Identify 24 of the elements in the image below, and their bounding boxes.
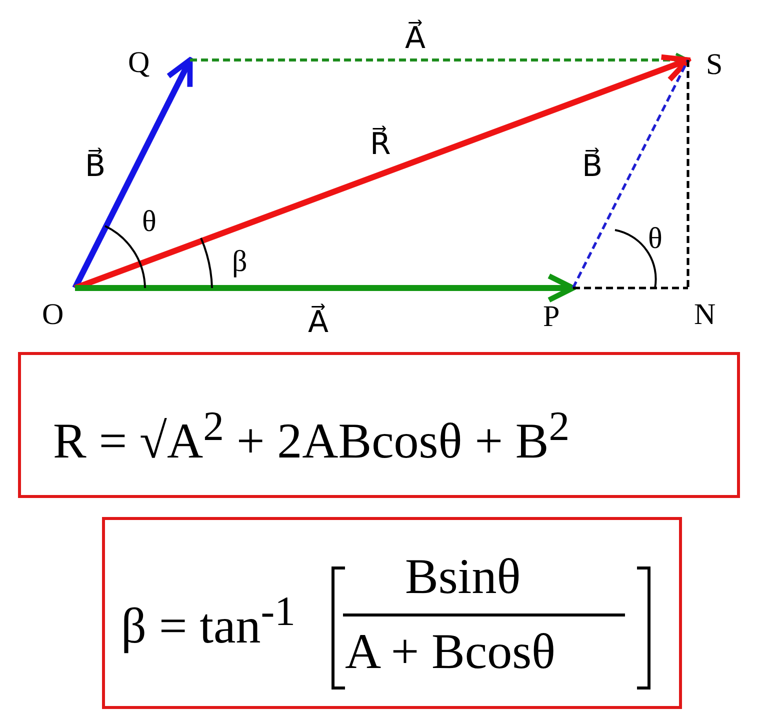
edge-label: R⃗ xyxy=(370,128,391,162)
dashed-line xyxy=(573,286,688,290)
dashed-line xyxy=(572,59,690,289)
point-label: Q xyxy=(128,46,150,80)
denominator-text: A + Bcosθ xyxy=(345,623,556,679)
edge-label: B⃗ xyxy=(582,150,603,184)
angle-label: θ xyxy=(142,205,156,239)
point-label: N xyxy=(694,298,716,332)
angle-label: θ xyxy=(648,222,662,256)
point-label: S xyxy=(706,48,723,82)
edge-label: A⃗ xyxy=(405,22,426,56)
numerator-text: Bsinθ xyxy=(405,548,521,604)
formula-box xyxy=(102,517,682,709)
angle-label: β xyxy=(232,245,248,279)
edge-label: B⃗ xyxy=(85,150,106,184)
point-label: P xyxy=(543,300,560,334)
point-label: O xyxy=(42,298,64,332)
dashed-line xyxy=(686,60,690,288)
vector-arrow xyxy=(72,57,193,290)
formula-text: R = √A$^{2}$ + 2ABcosθ + B$^{2}$ xyxy=(53,403,570,471)
edge-label: A⃗ xyxy=(308,306,329,340)
vector-arrow xyxy=(75,273,576,303)
formula-text: β = tan$^{-1}$ xyxy=(121,588,296,654)
formula-box xyxy=(18,352,740,498)
